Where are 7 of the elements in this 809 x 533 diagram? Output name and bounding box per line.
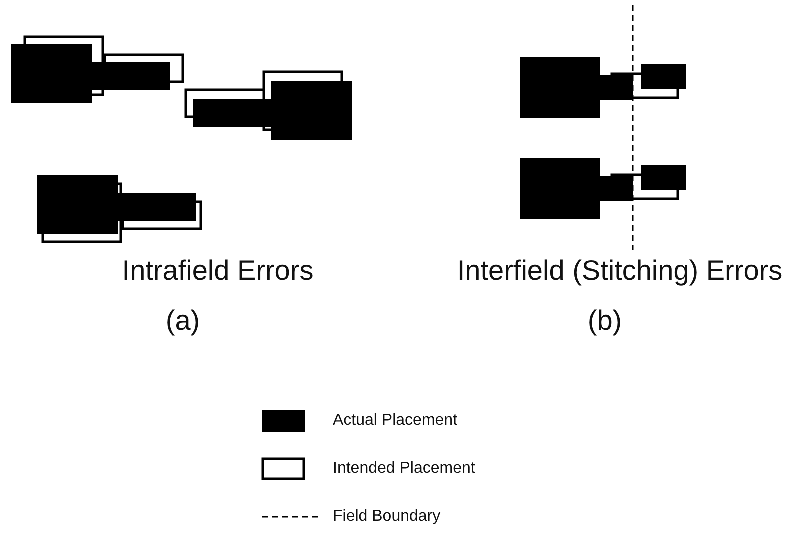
- panel-label: (b): [588, 305, 622, 337]
- legend-label: Intended Placement: [333, 460, 476, 478]
- caption: Interfield (Stitching) Errors: [457, 255, 783, 287]
- legend-label: Actual Placement: [333, 412, 458, 430]
- caption: Intrafield Errors: [122, 255, 314, 287]
- panel-label: (a): [166, 305, 200, 337]
- legend-label: Field Boundary: [333, 508, 441, 526]
